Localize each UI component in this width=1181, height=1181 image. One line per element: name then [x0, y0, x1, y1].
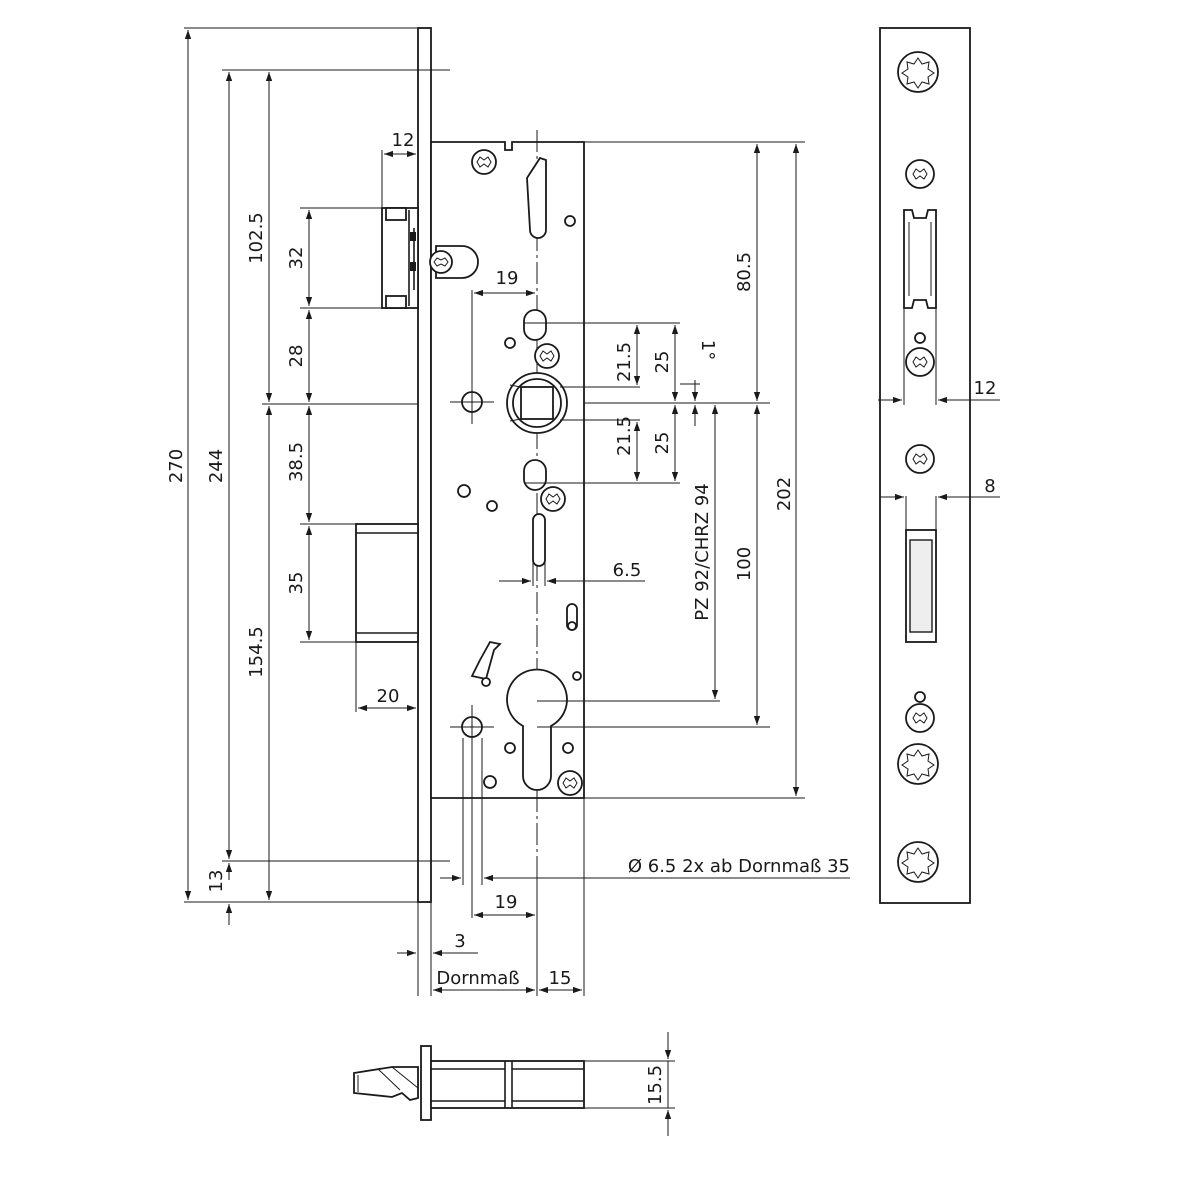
case-screw-top	[471, 149, 497, 175]
screw-hole-small	[905, 703, 935, 733]
latch-bolt	[381, 207, 419, 309]
dim-28: 28	[286, 345, 307, 368]
section-forend	[420, 1045, 432, 1121]
lower-slot	[532, 513, 546, 567]
dim-15-5: 15.5	[645, 1065, 666, 1105]
case-screw-lower	[540, 486, 566, 512]
front-view	[355, 27, 585, 903]
cylinder-cutout	[506, 668, 568, 791]
dim-102-5: 102.5	[246, 212, 267, 264]
screw-hole-large-middle	[897, 743, 939, 785]
section-view: 15.5	[353, 1032, 675, 1136]
screw-hole-large-bottom	[897, 841, 939, 883]
dim-12-latch: 12	[392, 130, 415, 151]
dim-202: 202	[774, 477, 795, 511]
dim-20: 20	[377, 686, 400, 707]
dimensions-bottom	[397, 738, 850, 996]
hole-note: Ø 6.5 2x ab Dornmaß 35	[628, 856, 850, 877]
latch-lever	[429, 245, 479, 279]
small-hole	[504, 337, 516, 349]
small-hole	[483, 775, 497, 789]
oval-hole-lower	[523, 459, 547, 491]
screw-hole-small	[905, 347, 935, 377]
dimension-labels: 270 244 102.5 154.5 13 32 28 38.5 35 12 …	[166, 130, 850, 989]
oval-hole-upper	[523, 309, 547, 341]
dim-6-5: 6.5	[613, 560, 642, 581]
dim-32: 32	[286, 247, 307, 270]
dim-1deg: 1°	[697, 340, 718, 360]
case-screw-bottom	[557, 770, 583, 796]
dim-13: 13	[206, 870, 227, 893]
dead-bolt	[355, 523, 419, 643]
spindle-follower	[506, 372, 568, 434]
screw-hole-small	[905, 444, 935, 474]
dim-pz: PZ 92/CHRZ 94	[692, 483, 713, 620]
dim-80-5: 80.5	[734, 252, 755, 292]
strike-plate-view: 12 8	[878, 27, 1000, 904]
dim-35: 35	[286, 572, 307, 595]
dim-21-5-lower: 21.5	[614, 416, 635, 456]
dim-19-bottom: 19	[495, 892, 518, 913]
dimensions-left	[184, 27, 450, 925]
dim-38-5: 38.5	[286, 442, 307, 482]
dim-21-5-upper: 21.5	[614, 342, 635, 382]
case-screw-upper	[534, 343, 560, 369]
dim-244: 244	[206, 449, 227, 483]
small-hole	[457, 484, 471, 498]
small-hole	[562, 742, 574, 754]
small-hole	[564, 215, 576, 227]
dim-154-5: 154.5	[246, 626, 267, 678]
forend-plate	[417, 27, 432, 903]
dim-25-upper: 25	[652, 351, 673, 374]
section-latch	[353, 1066, 419, 1101]
latch-opening	[903, 209, 937, 309]
dim-15: 15	[549, 968, 572, 989]
screw-hole-large-top	[897, 51, 939, 93]
dim-25-lower: 25	[652, 432, 673, 455]
dimensions-right	[471, 141, 805, 799]
dim-270: 270	[166, 449, 187, 483]
dim-19-spindle: 19	[496, 268, 519, 289]
bolt-opening	[905, 529, 937, 643]
dim-100: 100	[734, 547, 755, 581]
screw-hole-small	[905, 159, 935, 189]
dim-3: 3	[454, 931, 465, 952]
dim-8-strike: 8	[984, 476, 995, 497]
upper-slot	[526, 156, 547, 239]
dim-12-strike: 12	[974, 378, 997, 399]
small-hole	[504, 742, 516, 754]
small-hole	[486, 500, 498, 512]
dim-dornmass: Dornmaß	[436, 968, 519, 989]
